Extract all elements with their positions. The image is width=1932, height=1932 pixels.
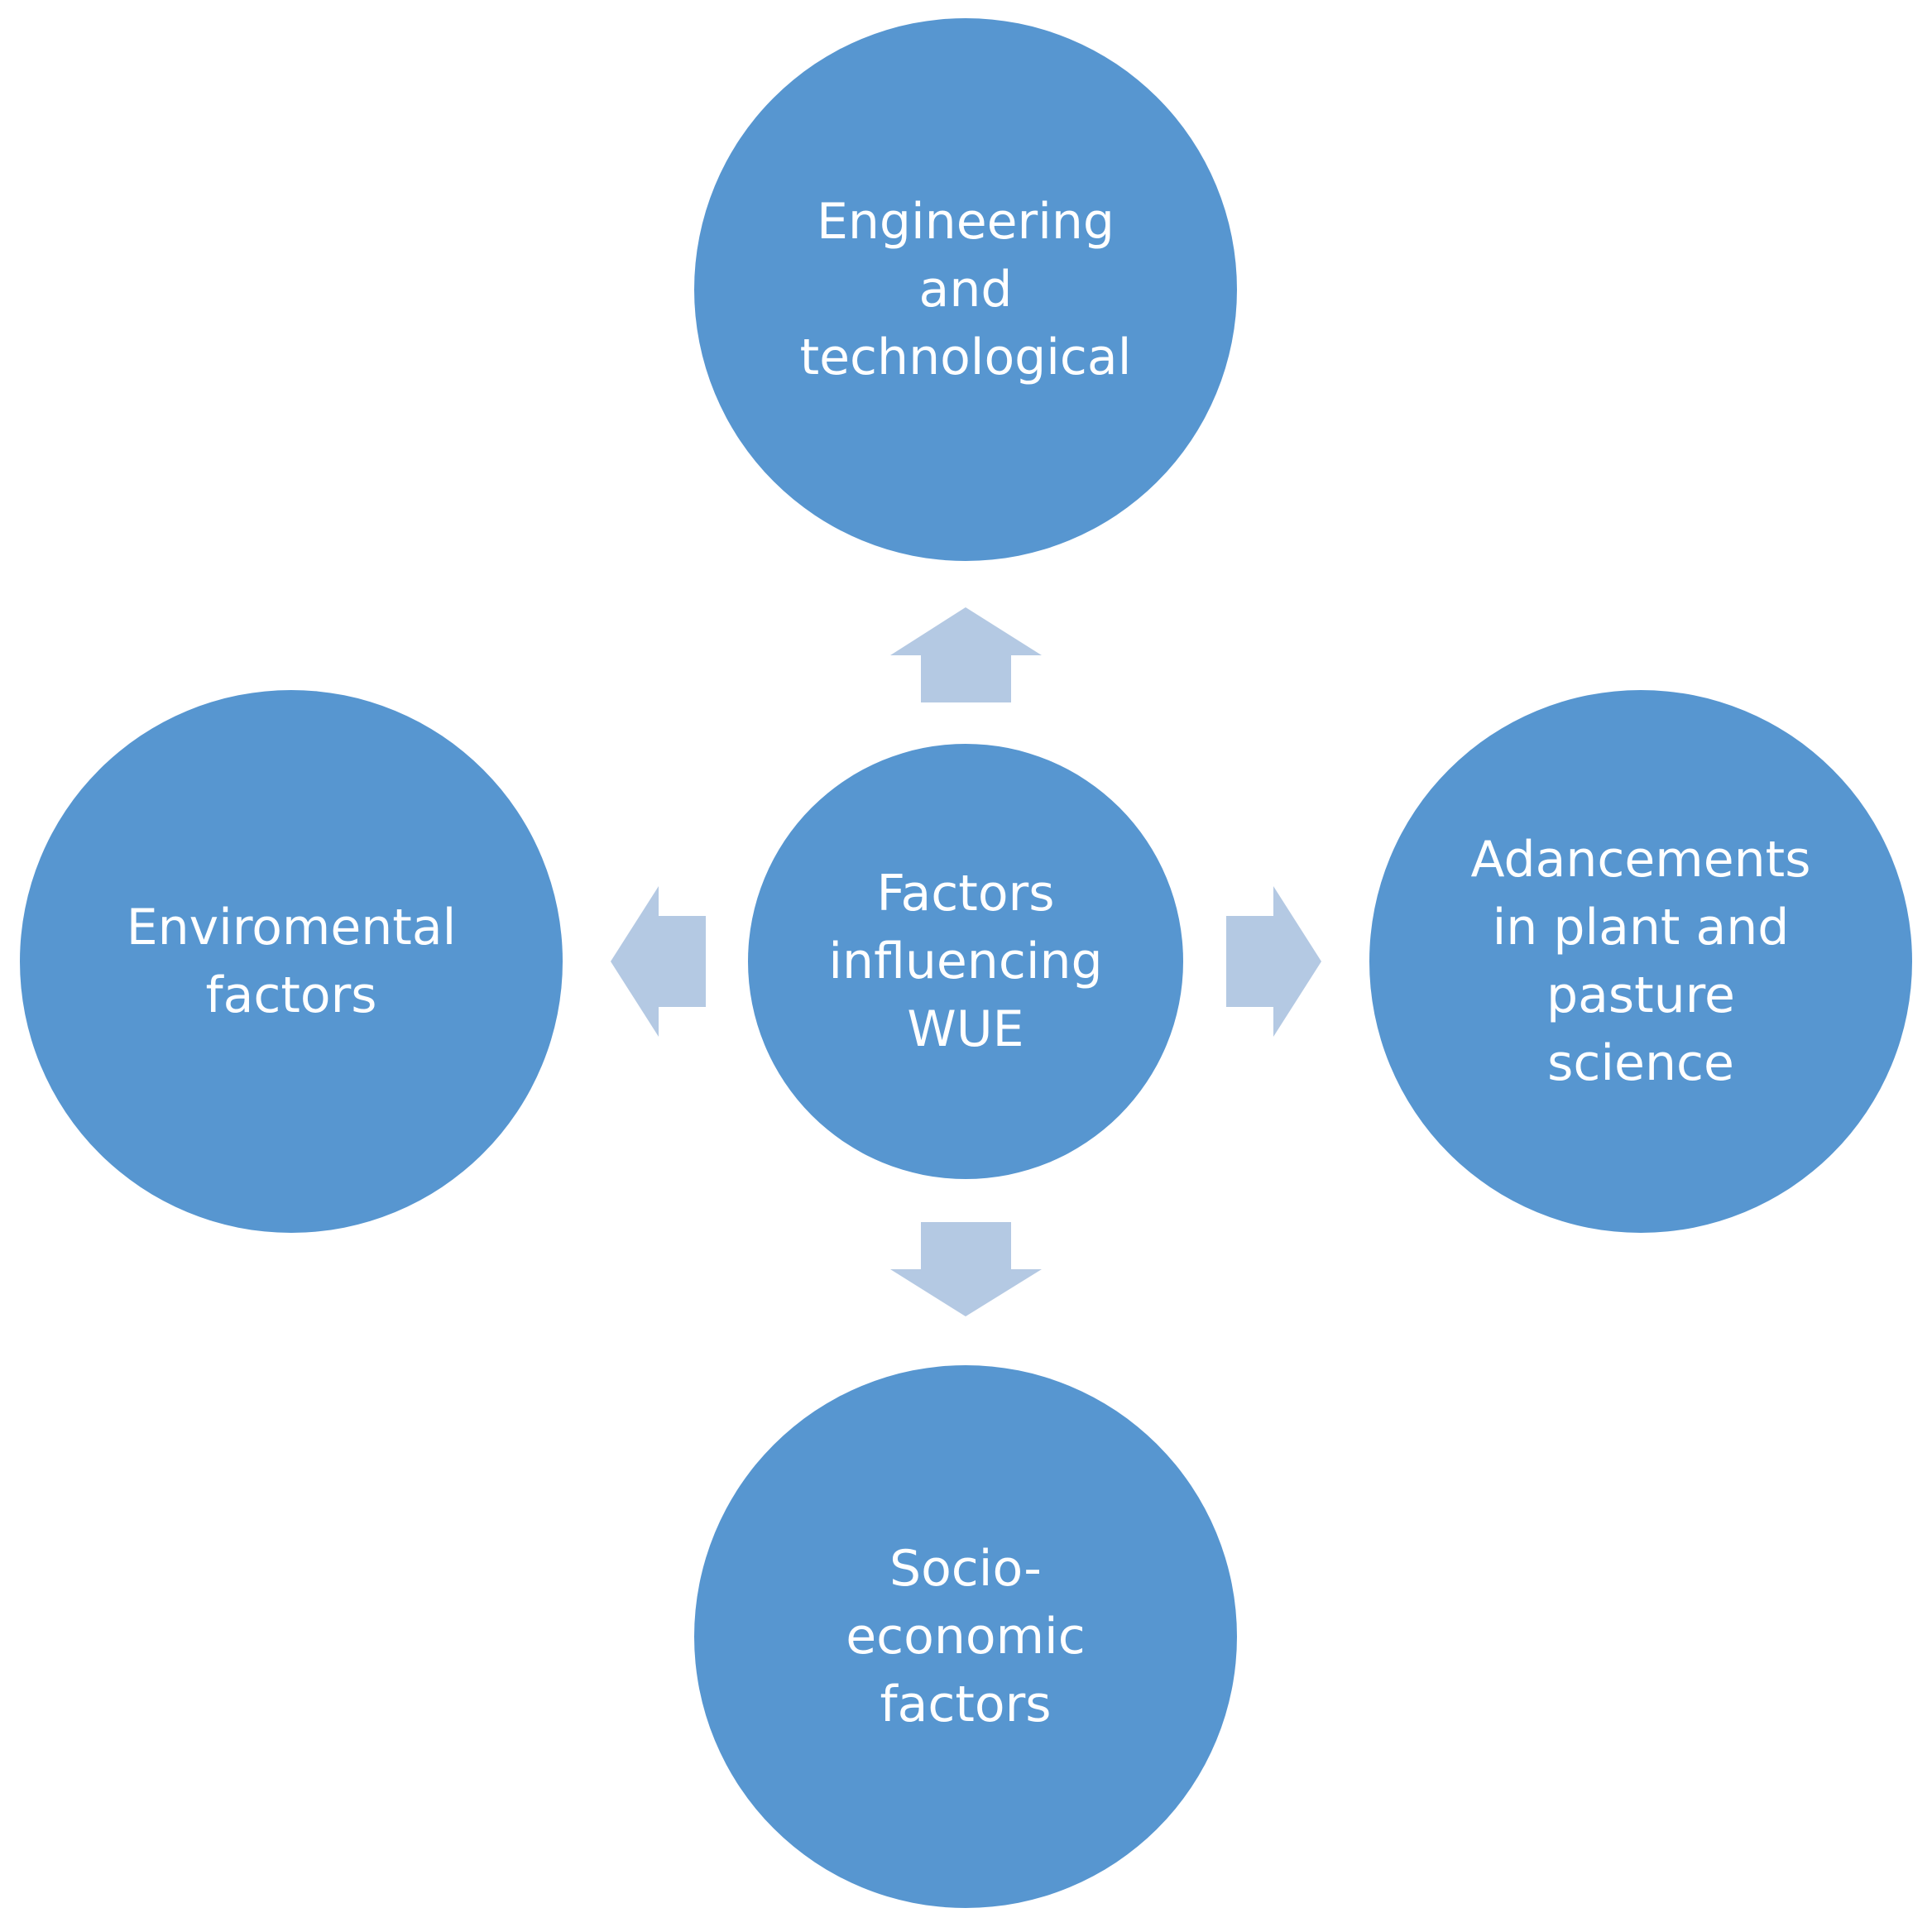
node-center-circle <box>748 744 1183 1179</box>
arrow-right-icon <box>1226 886 1321 1037</box>
arrow-down-icon <box>890 1222 1042 1316</box>
arrow-left-icon <box>611 886 706 1037</box>
node-right-circle <box>1369 690 1912 1233</box>
node-top-circle <box>694 18 1237 561</box>
node-bottom-circle <box>694 1365 1237 1908</box>
arrow-up-icon <box>890 607 1042 702</box>
node-left-circle <box>20 690 563 1233</box>
